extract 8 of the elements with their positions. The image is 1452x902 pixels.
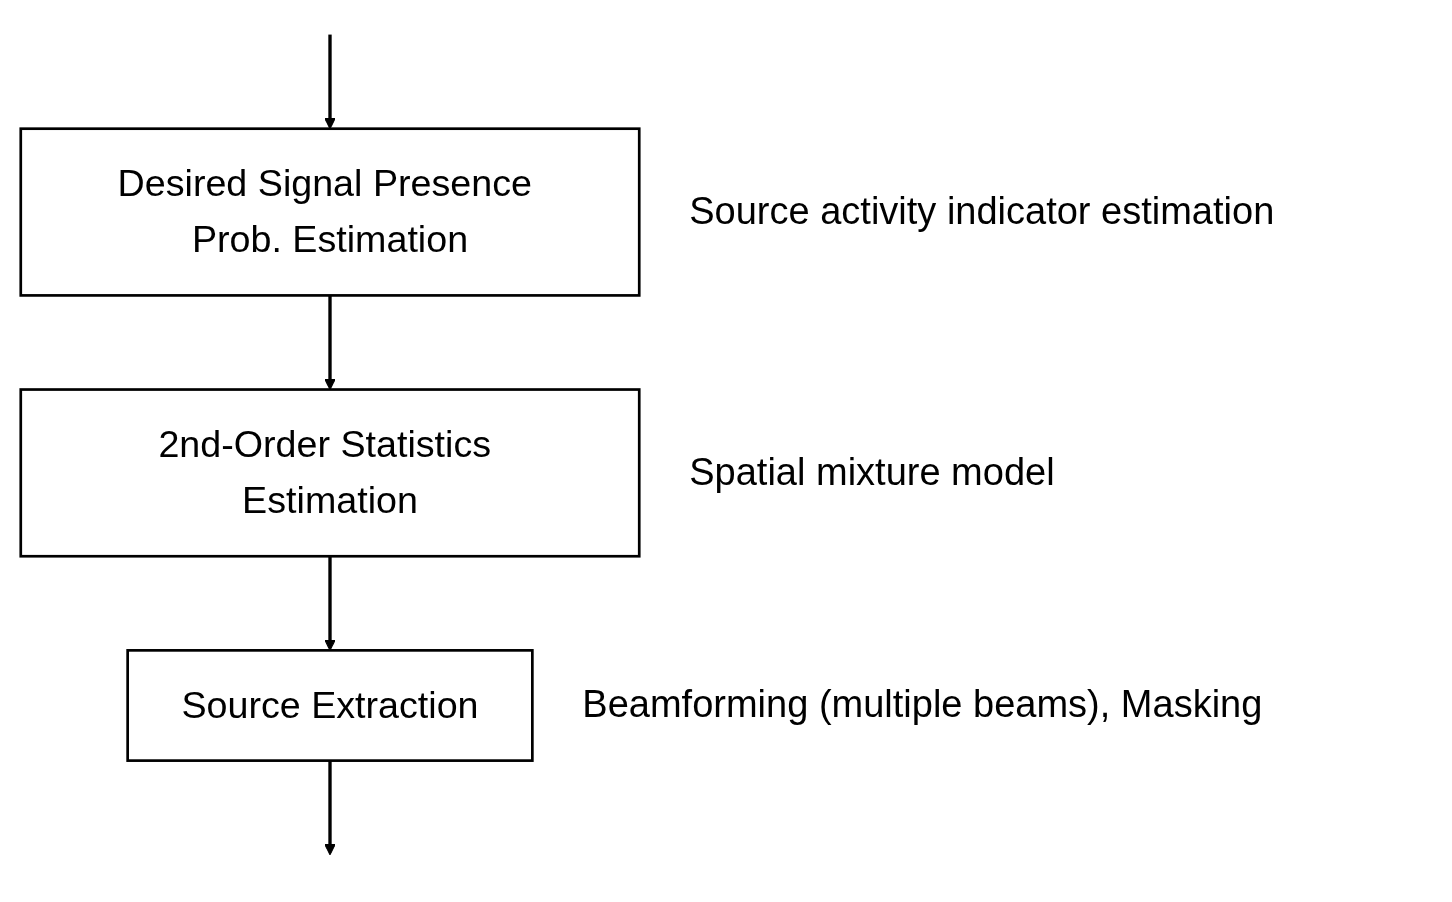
annotation-text: Beamforming (multiple beams), Masking bbox=[582, 682, 1264, 728]
arrow bbox=[324, 760, 336, 856]
arrow bbox=[324, 556, 336, 651]
annotation-text: Spatial mixture model bbox=[689, 450, 1056, 496]
node-box: 2nd-Order Statistics Estimation bbox=[19, 388, 641, 558]
node-box: Desired Signal Presence Prob. Estimation bbox=[19, 127, 641, 297]
node-box: Source Extraction bbox=[126, 649, 534, 762]
annotation-text: Source activity indicator estimation bbox=[689, 189, 1276, 235]
